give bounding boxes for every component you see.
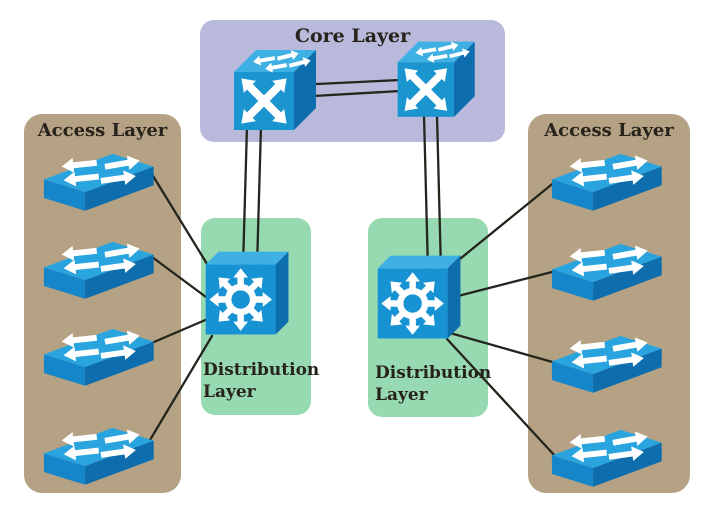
link-access-left-2 (150, 255, 212, 302)
link-access-left-4 (148, 334, 214, 442)
distribution-switch-right-icon (378, 256, 461, 339)
link-access-left-1 (148, 169, 214, 274)
access-layer-left-label: Access Layer (37, 120, 168, 141)
access-switch-right-1-icon (552, 153, 662, 210)
link-core2-dist-right-a (422, 113, 430, 273)
access-switch-left-1-icon (44, 153, 154, 210)
distribution-layer-left-label: Distribution Layer (203, 360, 320, 402)
distribution-layer-right-label: Distribution Layer (375, 363, 492, 405)
access-switch-left-4-icon (44, 427, 154, 484)
distribution-switch-left-icon (206, 252, 289, 335)
link-access-right-4 (445, 337, 558, 459)
link-access-right-3 (448, 331, 558, 365)
access-switch-right-2-icon (552, 243, 662, 300)
access-switch-right-3-icon (552, 335, 662, 392)
link-access-right-2 (452, 269, 558, 299)
link-core2-dist-right-b (435, 113, 443, 273)
core-switch-2-icon (398, 40, 475, 117)
access-switch-left-2-icon (44, 241, 154, 298)
link-core1-dist-left-b (255, 124, 263, 269)
core-switch-1-icon (234, 48, 316, 130)
link-lines (148, 78, 558, 459)
link-access-right-1 (448, 179, 558, 269)
access-switch-right-4-icon (552, 429, 662, 486)
link-core1-dist-left-a (241, 124, 249, 269)
link-access-left-3 (152, 316, 212, 344)
core-layer-label: Core Layer (294, 25, 411, 47)
access-switch-left-3-icon (44, 328, 154, 385)
access-layer-right-label: Access Layer (544, 120, 674, 141)
